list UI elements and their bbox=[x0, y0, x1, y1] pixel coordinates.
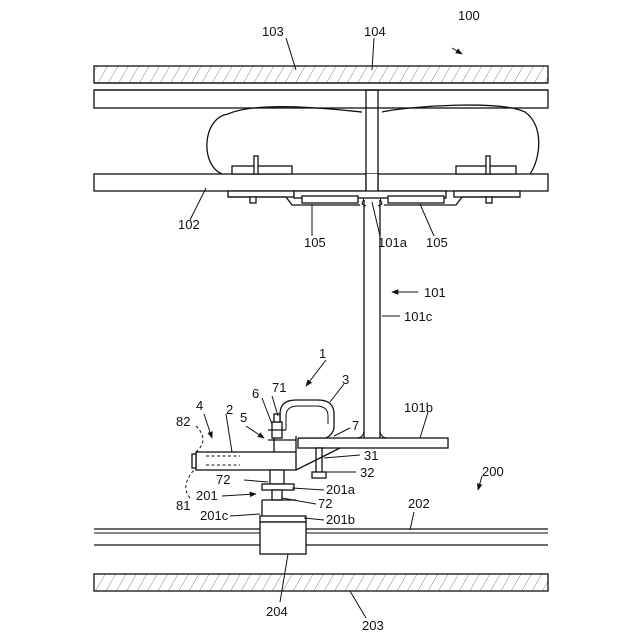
label-2: 2 bbox=[226, 402, 233, 417]
beam-bottom-flange-101b bbox=[298, 438, 448, 448]
label-5: 5 bbox=[240, 410, 247, 425]
label-201a: 201a bbox=[326, 482, 356, 497]
ceiling-slab-103 bbox=[94, 66, 548, 108]
leader-lines bbox=[186, 38, 482, 618]
label-201: 201 bbox=[196, 488, 218, 503]
label-72-upper: 72 bbox=[216, 472, 230, 487]
label-103: 103 bbox=[262, 24, 284, 39]
support-204 bbox=[260, 522, 306, 554]
label-204: 204 bbox=[266, 604, 288, 619]
nut-72 bbox=[262, 470, 294, 500]
clamp-body-2 bbox=[192, 436, 296, 470]
label-72-lower: 72 bbox=[318, 496, 332, 511]
label-101a: 101a bbox=[378, 235, 408, 250]
label-202: 202 bbox=[408, 496, 430, 511]
label-201b: 201b bbox=[326, 512, 355, 527]
label-7: 7 bbox=[352, 418, 359, 433]
bolt-31-32 bbox=[296, 448, 340, 478]
label-82: 82 bbox=[176, 414, 190, 429]
label-1: 1 bbox=[319, 346, 326, 361]
label-32: 32 bbox=[360, 465, 374, 480]
label-101b: 101b bbox=[404, 400, 433, 415]
reference-labels: 100 103 104 102 105 101a 105 101 101c 1 … bbox=[176, 8, 504, 633]
label-4: 4 bbox=[196, 398, 203, 413]
label-104: 104 bbox=[364, 24, 386, 39]
floor-slab-203 bbox=[94, 574, 548, 591]
label-100: 100 bbox=[458, 8, 480, 23]
label-3: 3 bbox=[342, 372, 349, 387]
label-105-right: 105 bbox=[426, 235, 448, 250]
label-201c: 201c bbox=[200, 508, 229, 523]
label-200: 200 bbox=[482, 464, 504, 479]
label-101c: 101c bbox=[404, 309, 433, 324]
label-101: 101 bbox=[424, 285, 446, 300]
label-81: 81 bbox=[176, 498, 190, 513]
label-71: 71 bbox=[272, 380, 286, 395]
label-31: 31 bbox=[364, 448, 378, 463]
beam-top-flange-101a bbox=[294, 191, 446, 206]
label-105-left: 105 bbox=[304, 235, 326, 250]
label-6: 6 bbox=[252, 386, 259, 401]
clip-201 bbox=[260, 500, 306, 522]
clamp-3 bbox=[280, 400, 334, 438]
pipe-202 bbox=[94, 529, 548, 545]
label-102: 102 bbox=[178, 217, 200, 232]
label-203: 203 bbox=[362, 618, 384, 633]
